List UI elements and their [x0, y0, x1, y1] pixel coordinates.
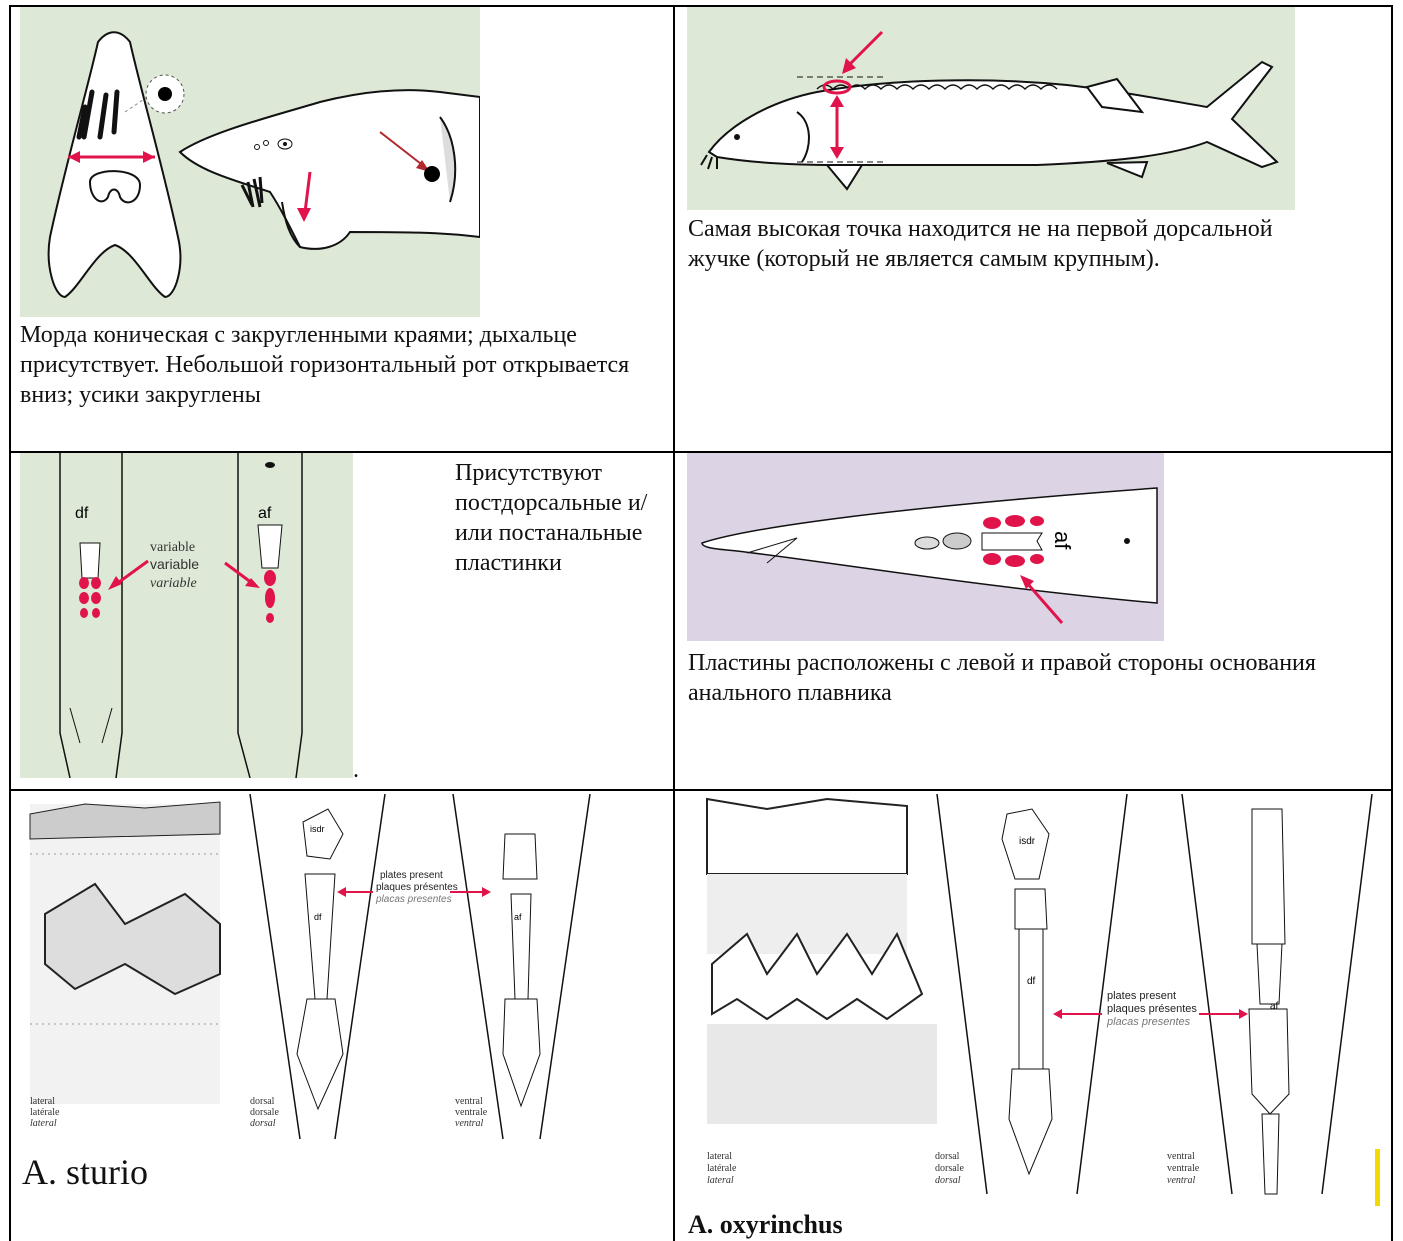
snout-figure	[20, 7, 480, 317]
oxy-label-isdr: isdr	[1019, 836, 1036, 847]
table-border-left	[9, 5, 11, 1241]
sturio-present-es: placas presentes	[375, 894, 452, 905]
plates-dot: .	[353, 755, 359, 785]
sturio-dorsal-es: dorsal	[250, 1118, 276, 1129]
sturio-lateral-fr: latérale	[30, 1107, 60, 1118]
yellow-marker	[1375, 1149, 1380, 1206]
sturio-lateral-es: lateral	[30, 1118, 57, 1129]
sturio-label-isdr: isdr	[310, 824, 325, 834]
snout-caption: Морда коническая с закругленными краями;…	[20, 320, 640, 410]
oxy-lateral-es: lateral	[707, 1175, 734, 1186]
oxy-label-df: df	[1027, 976, 1036, 987]
sturio-dorsal-fr: dorsale	[250, 1107, 279, 1118]
oxy-lateral-en: lateral	[707, 1151, 732, 1162]
table-divider-vertical	[673, 5, 675, 1241]
plates-variable-en: variable	[150, 540, 195, 555]
oxy-present-en: plates present	[1107, 990, 1176, 1002]
sturio-label-af: af	[514, 912, 522, 922]
oxy-dorsal-fr: dorsale	[935, 1163, 964, 1174]
anal-caption: Пластины расположены с левой и правой ст…	[688, 648, 1368, 708]
table-row-divider-2	[9, 789, 1393, 791]
plates-label-df: df	[75, 505, 89, 522]
anal-label-af: af	[1050, 531, 1075, 550]
plates-variable-es: variable	[150, 576, 197, 591]
table-border-right	[1391, 5, 1393, 1241]
plates-label-af: af	[258, 505, 272, 522]
sturio-ventral-fr: ventrale	[455, 1107, 488, 1118]
anal-figure: af	[687, 453, 1164, 641]
sturio-ventral-en: ventral	[455, 1096, 483, 1107]
sturio-lateral-en: lateral	[30, 1096, 55, 1107]
oxy-figure: isdr df af plates present plaques présen…	[687, 794, 1387, 1206]
sturio-present-fr: plaques présentes	[376, 882, 458, 893]
oxy-species-label: A. oxyrinchus	[688, 1210, 843, 1240]
oxy-ventral-en: ventral	[1167, 1151, 1195, 1162]
sturio-label-df: df	[314, 912, 322, 922]
oxy-ventral-fr: ventrale	[1167, 1163, 1200, 1174]
oxy-present-es: placas presentes	[1106, 1016, 1191, 1028]
sturio-ventral-es: ventral	[455, 1118, 484, 1129]
plates-variable-fr: variable	[150, 556, 199, 572]
oxy-dorsal-en: dorsal	[935, 1151, 960, 1162]
sturio-present-en: plates present	[380, 870, 443, 881]
sturio-dorsal-en: dorsal	[250, 1096, 275, 1107]
body-figure	[687, 7, 1295, 210]
oxy-dorsal-es: dorsal	[935, 1175, 961, 1186]
oxy-present-fr: plaques présentes	[1107, 1003, 1197, 1015]
sturio-figure: isdr df af plates present plaques présen…	[25, 794, 645, 1146]
sturio-species-label: A. sturio	[22, 1150, 148, 1194]
plates-side-text: Присутствуют постдорсальные и/или постан…	[455, 458, 675, 578]
oxy-label-af: af	[1270, 1001, 1279, 1012]
oxy-ventral-es: ventral	[1167, 1175, 1196, 1186]
oxy-lateral-fr: latérale	[707, 1163, 737, 1174]
plates-figure: df af variable variable variable	[20, 453, 353, 778]
body-caption: Самая высокая точка находится не на перв…	[688, 214, 1338, 274]
